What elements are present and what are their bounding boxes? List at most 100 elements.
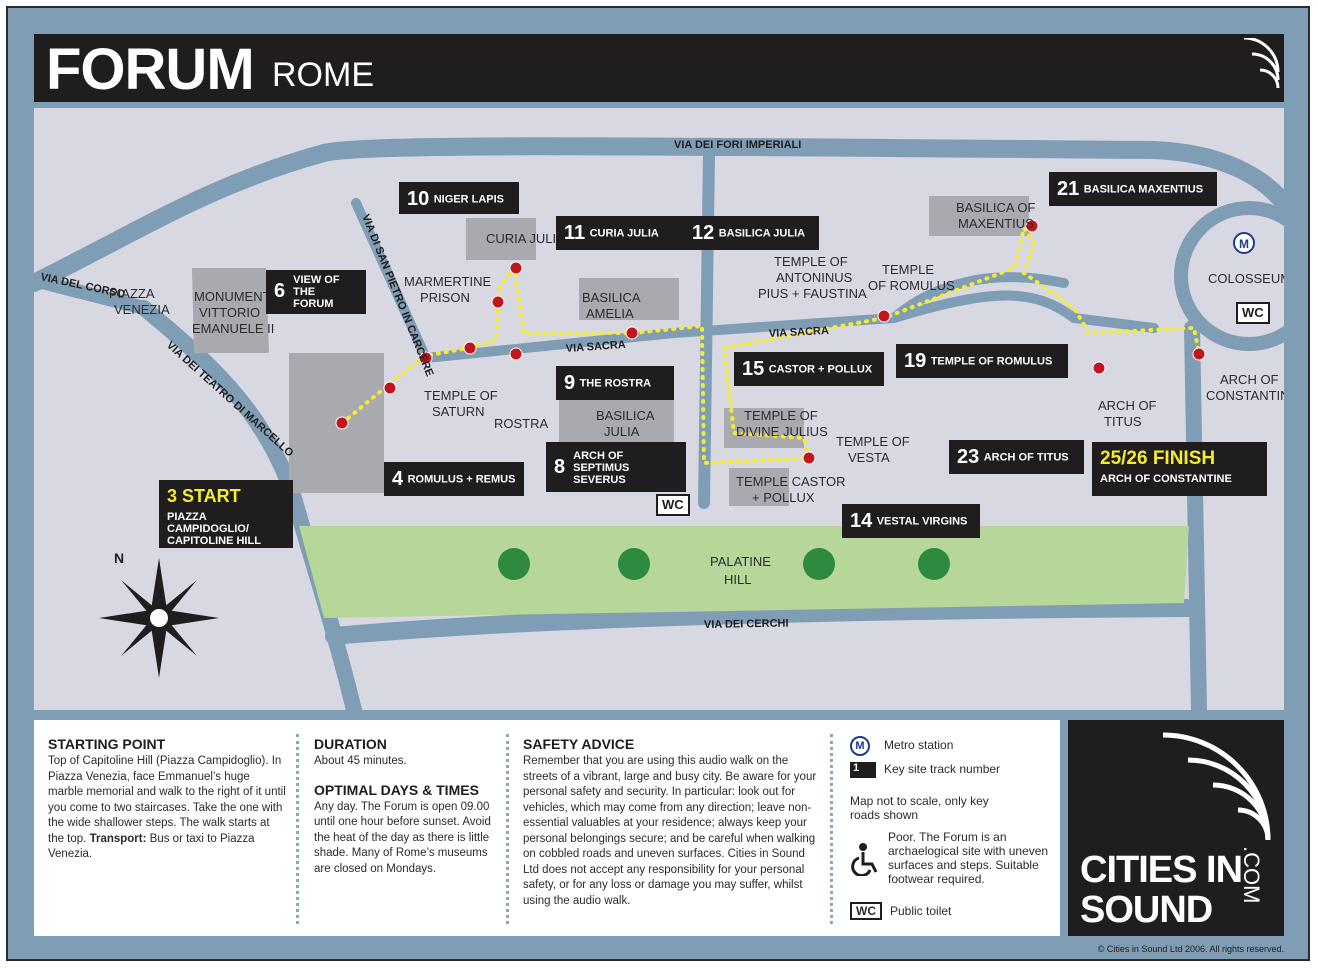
label-palatine-1: PALATINE (710, 554, 771, 569)
stop-tag-9[interactable]: 9 THE ROSTRA (556, 366, 674, 400)
page-header: FORUM ROME (34, 34, 1284, 102)
stop-marker[interactable] (1025, 219, 1039, 233)
stop-marker[interactable] (1192, 347, 1206, 361)
copyright: © Cities in Sound Ltd 2006. All rights r… (1097, 944, 1284, 954)
compass-north: N (114, 550, 124, 566)
starting-point-section: STARTING POINT Top of Capitoline Hill (P… (48, 736, 288, 863)
wc-badge-forum: WC (656, 494, 690, 516)
optimal-title: OPTIMAL DAYS & TIMES (314, 781, 479, 798)
brand-name: CITIES IN SOUND (1080, 849, 1243, 931)
label-romulus-2: OF ROMULUS (868, 278, 955, 293)
stop-tag-11[interactable]: 11 CURIA JULIA (556, 216, 686, 250)
wheelchair-icon (851, 843, 878, 876)
stop-tag-23[interactable]: 23 ARCH OF TITUS (949, 440, 1084, 474)
road-label-sacra-2: VIA SACRA (769, 325, 830, 340)
label-prison: PRISON (420, 290, 470, 305)
starting-point-title: STARTING POINT (48, 736, 166, 752)
label-romulus-1: TEMPLE (882, 262, 934, 277)
wc-badge-colosseum: WC (1236, 302, 1270, 324)
stop-marker[interactable] (335, 416, 349, 430)
start-tag[interactable]: 3 START PIAZZA CAMPIDOGLIO/ CAPITOLINE H… (159, 480, 293, 548)
stop-marker[interactable] (802, 451, 816, 465)
page-subtitle: ROME (272, 56, 374, 94)
stop-marker[interactable] (877, 309, 891, 323)
road-vertical-2 (1184, 320, 1207, 710)
info-panel: STARTING POINT Top of Capitoline Hill (P… (34, 720, 1060, 936)
stop-tag-10[interactable]: 10 NIGER LAPIS (399, 182, 519, 214)
label-titus-2: TITUS (1104, 414, 1142, 429)
label-titus-1: ARCH OF (1098, 398, 1157, 413)
label-constantine-2: CONSTANTINE (1206, 388, 1284, 403)
colosseum-ring (1174, 201, 1284, 351)
legend-scale: Map not to scale, only key roads shown (850, 794, 989, 822)
road-label-fori: VIA DEI FORI IMPERIALI (674, 139, 801, 151)
label-basilica-julia-2: JULIA (604, 424, 640, 439)
label-saturn-1: TEMPLE OF (424, 388, 498, 403)
stop-marker[interactable] (463, 341, 477, 355)
stop-tag-12[interactable]: 12 BASILICA JULIA (684, 216, 819, 250)
stop-marker[interactable] (625, 326, 639, 340)
forum-map: M N VIA DEI FORI IMPERIALI VIA DEL CORSO… (34, 108, 1284, 710)
label-maxentius-2: MAXENTIUS (958, 216, 1034, 231)
label-castor-1: TEMPLE CASTOR (736, 474, 846, 489)
safety-text: Remember that you are using this audio w… (523, 755, 817, 907)
stop-tag-6[interactable]: 6 VIEW OF THE FORUM (266, 270, 366, 314)
label-divine-julius-2: DIVINE JULIUS (736, 424, 828, 439)
stop-marker[interactable] (509, 347, 523, 361)
tree-icon (803, 548, 835, 580)
duration-section: DURATION About 45 minutes. OPTIMAL DAYS … (314, 736, 492, 877)
label-vesta-1: TEMPLE OF (836, 434, 910, 449)
finish-tag[interactable]: 25/26 FINISH ARCH OF CONSTANTINE (1092, 442, 1267, 496)
page-title: FORUM (46, 37, 255, 102)
monument-vittorio (192, 268, 269, 353)
label-rostra: ROSTRA (494, 416, 549, 431)
stop-tag-8[interactable]: 8 ARCH OF SEPTIMUS SEVERUS (546, 442, 686, 492)
sound-waves-icon (1243, 38, 1280, 89)
brand-logo: CITIES IN SOUND .COM (1068, 720, 1284, 936)
basilica-amelia (579, 278, 679, 320)
road-label-sacra: VIA SACRA (565, 339, 626, 355)
safety-title: SAFETY ADVICE (523, 736, 635, 752)
road-corso (34, 273, 151, 315)
stop-tag-21[interactable]: 21 BASILICA MAXENTIUS (1049, 172, 1217, 206)
curia-julia (466, 218, 536, 260)
stop-tag-4[interactable]: 4 ROMULUS + REMUS (384, 462, 524, 496)
label-curia: CURIA JULIA (486, 231, 565, 246)
stop-tag-14[interactable]: 14 VESTAL VIRGINS (842, 504, 980, 538)
divider (506, 734, 511, 924)
label-antoninus-3: PIUS + FAUSTINA (758, 286, 867, 301)
sound-waves-icon (1162, 732, 1271, 841)
label-antoninus-1: TEMPLE OF (774, 254, 848, 269)
label-basilica-amelia-2: AMELIA (586, 306, 634, 321)
stop-tag-19[interactable]: 19 TEMPLE OF ROMULUS (896, 344, 1068, 378)
metro-label: M (1239, 237, 1249, 251)
label-maxentius-1: BASILICA OF (956, 200, 1036, 215)
label-piazza: PIAZZA (109, 286, 155, 301)
legend-access: Poor. The Forum is an archaelogical site… (850, 830, 1060, 886)
track-number-icon: 1 (850, 762, 876, 778)
road-label-cerchi: VIA DEI CERCHI (704, 618, 789, 631)
tree-icon (498, 548, 530, 580)
stop-marker[interactable] (383, 381, 397, 395)
label-monument: MONUMENT (194, 289, 271, 304)
safety-section: SAFETY ADVICE Remember that you are usin… (523, 736, 821, 909)
label-basilica-julia-1: BASILICA (596, 408, 655, 423)
stop-tag-15[interactable]: 15 CASTOR + POLLUX (734, 352, 884, 386)
road-carcere (351, 198, 431, 363)
road-fori-imperiali (34, 137, 1284, 292)
stop-marker[interactable] (1092, 361, 1106, 375)
stop-marker[interactable] (491, 295, 505, 309)
wc-badge: WC (850, 902, 882, 920)
metro-icon: M (850, 736, 870, 756)
duration-title: DURATION (314, 736, 387, 752)
label-basilica-amelia-1: BASILICA (582, 290, 641, 305)
label-antoninus-2: ANTONINUS (776, 270, 853, 285)
temple-castor (729, 468, 789, 506)
stop-marker[interactable] (419, 351, 433, 365)
tree-icon (918, 548, 950, 580)
label-marmertine: MARMERTINE (404, 274, 491, 289)
duration-text: About 45 minutes. (314, 755, 407, 767)
stop-marker[interactable] (509, 261, 523, 275)
